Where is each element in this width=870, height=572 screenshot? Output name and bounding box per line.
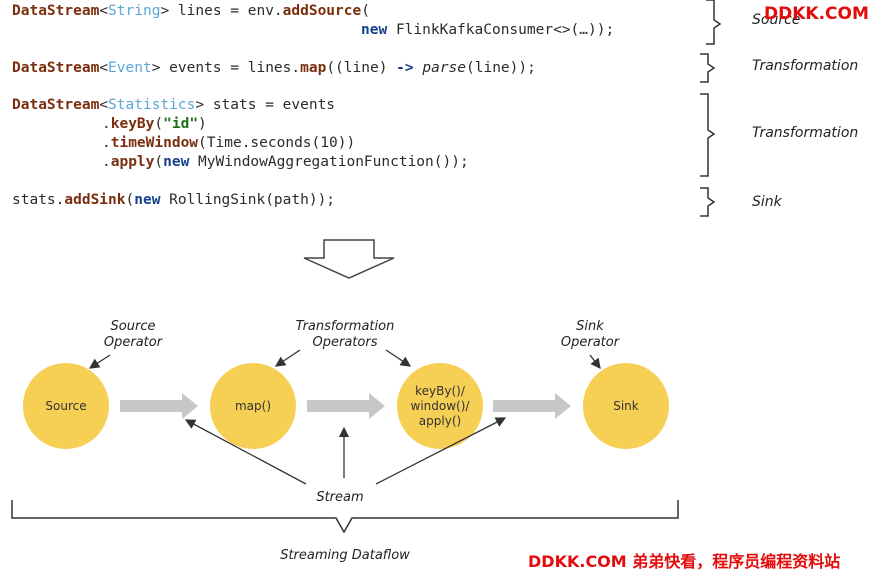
code-line-stats-4: .apply(new MyWindowAggregationFunction()…	[102, 154, 469, 170]
watermark-bottom: DDKK.COM 弟弟快看，程序员编程资料站	[528, 552, 841, 571]
brace-sink	[700, 187, 716, 217]
n2-line-1: window()/	[411, 399, 471, 413]
side-label-source: Source	[752, 12, 801, 28]
n3-line-0: Sink	[613, 399, 639, 413]
node-source	[23, 363, 109, 449]
side-label-transformation-1: Transformation	[752, 58, 859, 74]
code-line-stats-1: DataStream<Statistics> stats = events	[12, 97, 336, 113]
flow-arrow-1	[120, 393, 198, 419]
a_stream-line-0: Stream	[316, 490, 363, 505]
code-line-stats-3: .timeWindow(Time.seconds(10))	[102, 135, 356, 151]
a_sink-line-0: Sink	[576, 319, 604, 334]
code-line-stats-2: .keyBy("id")	[102, 116, 207, 132]
pointer-source-operator	[88, 354, 111, 369]
a_trans-line-1: Operators	[313, 335, 378, 350]
node-keyby-label: keyBy()/window()/apply()	[411, 384, 471, 428]
pointer-sink-operator	[589, 354, 601, 370]
brace-transformation-1	[700, 53, 716, 83]
code-line-source-2: new FlinkKafkaConsumer<>(…));	[361, 22, 615, 38]
side-label-sink: Sink	[752, 194, 782, 210]
a_sink-line-1: Operator	[561, 335, 621, 350]
brace-source	[706, 0, 722, 45]
stream-pointer-right	[375, 417, 507, 485]
code-line-map: DataStream<Event> events = lines.map((li…	[12, 60, 536, 76]
side-label-transformation-2: Transformation	[752, 125, 859, 141]
a_src-line-0: Source	[111, 319, 156, 334]
code-line-source-1: DataStream<String> lines = env.addSource…	[12, 3, 370, 19]
annotation-stream: Stream	[316, 490, 363, 505]
n0-line-0: Source	[45, 399, 86, 413]
a_src-line-1: Operator	[104, 335, 164, 350]
pointer-transformation-keyby	[385, 349, 412, 367]
brace-dataflow	[11, 500, 679, 534]
flow-arrow-3	[493, 393, 571, 419]
a_trans-line-0: Transformation	[296, 319, 395, 334]
flow-arrows	[120, 393, 571, 419]
a_flow-line-0: Streaming Dataflow	[280, 548, 410, 563]
brace-transformation-2	[700, 93, 716, 177]
node-map	[210, 363, 296, 449]
annotation-streaming-dataflow: Streaming Dataflow	[280, 548, 410, 563]
node-sink-label: Sink	[613, 399, 639, 413]
node-source-label: Source	[45, 399, 86, 413]
stream-pointer-left	[184, 419, 307, 485]
node-map-label: map()	[235, 399, 271, 413]
code-line-sink: stats.addSink(new RollingSink(path));	[12, 192, 336, 208]
transform-down-arrow	[303, 239, 395, 279]
node-sink	[583, 363, 669, 449]
flow-arrow-2	[307, 393, 385, 419]
n2-line-0: keyBy()/	[415, 384, 466, 398]
watermark-top: DDKK.COM	[764, 4, 869, 24]
node-keyby-window-apply	[397, 363, 483, 449]
pointer-transformation-map	[274, 349, 301, 367]
n1-line-0: map()	[235, 399, 271, 413]
n2-line-2: apply()	[419, 414, 461, 428]
